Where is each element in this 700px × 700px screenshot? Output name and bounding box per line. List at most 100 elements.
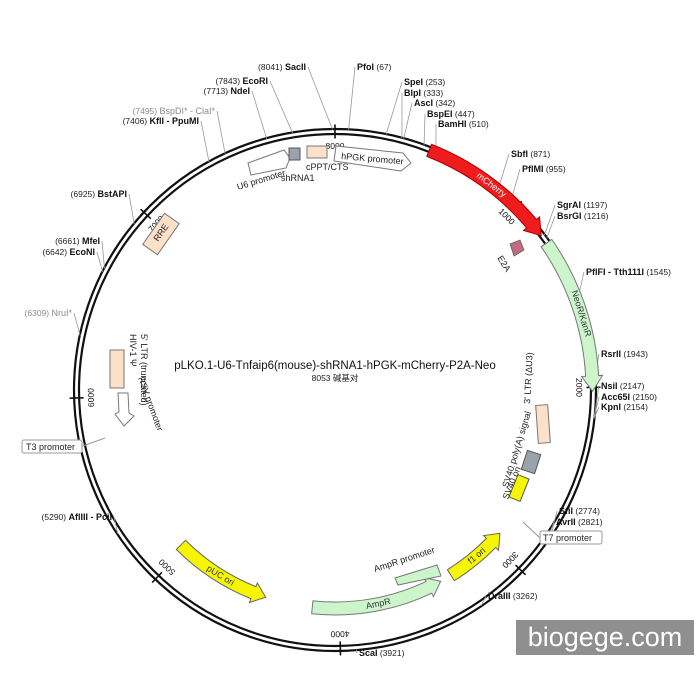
- site-position: (5290): [42, 512, 69, 522]
- site-name: KflI - PpuMI: [150, 116, 200, 126]
- rre-feature[interactable]: RRE: [142, 212, 180, 256]
- 5ltr-label: 5' LTR (truncated): [139, 334, 149, 406]
- site-name: BspEI: [427, 109, 453, 119]
- restriction-site[interactable]: (7406) KflI - PpuMI: [123, 116, 210, 163]
- site-name: AscI: [414, 98, 433, 108]
- site-leader-line: [423, 113, 426, 146]
- site-position: (8041): [258, 62, 285, 72]
- site-name: EcoNI: [69, 247, 95, 257]
- restriction-site[interactable]: BamHI (510): [435, 119, 489, 150]
- hiv1-psi-feature[interactable]: HIV-1 Ψ: [128, 334, 138, 367]
- site-name: Acc65I: [601, 392, 630, 402]
- site-label: PflMI (955): [522, 164, 566, 174]
- site-label: Acc65I (2150): [601, 392, 657, 402]
- restriction-site[interactable]: PflMI (955): [511, 164, 566, 199]
- 3ltr-feature[interactable]: 3' LTR (ΔU3): [522, 352, 551, 444]
- restriction-site[interactable]: SbfI (871): [498, 149, 551, 188]
- site-name: PflMI: [522, 164, 544, 174]
- site-leader-line: [216, 110, 226, 154]
- site-position: (6309): [25, 308, 52, 318]
- site-leader-line: [511, 168, 521, 199]
- restriction-site[interactable]: PfoI (67): [348, 62, 392, 130]
- site-name: SfiI: [559, 506, 573, 516]
- site-leader-line: [546, 215, 556, 239]
- site-label: BspEI (447): [427, 109, 475, 119]
- cppt-cts-label: cPPT/CTS: [306, 162, 349, 172]
- restriction-site[interactable]: (6642) EcoNI: [43, 247, 104, 273]
- restriction-site[interactable]: (8041) SacII: [258, 62, 333, 130]
- site-name: SbfI: [511, 149, 528, 159]
- site-position: (253): [423, 77, 445, 87]
- site-label: (7495) BspDI* - ClaI*: [133, 106, 216, 116]
- feature-arrow[interactable]: f1 ori: [446, 532, 501, 582]
- 5ltr-feature[interactable]: 5' LTR (truncated): [109, 334, 149, 406]
- restriction-site[interactable]: (7495) BspDI* - ClaI*: [133, 106, 226, 154]
- site-position: (3262): [511, 591, 538, 601]
- site-position: (1216): [582, 211, 609, 221]
- u6-promoter[interactable]: U6 promoter: [236, 149, 291, 192]
- site-label: SbfI (871): [511, 149, 550, 159]
- site-name: DraIII: [488, 591, 511, 601]
- hiv1-psi-label: HIV-1 Ψ: [128, 334, 138, 367]
- tick-mark: [515, 564, 527, 576]
- site-label: AscI (342): [414, 98, 455, 108]
- site-position: (6661): [55, 236, 82, 246]
- restriction-site[interactable]: BsrGI (1216): [546, 211, 609, 239]
- restriction-site[interactable]: AscI (342): [403, 98, 456, 139]
- t7-promoter[interactable]: T7 promoter: [522, 521, 603, 545]
- restriction-site[interactable]: PflFI - Tth111I (1545): [577, 267, 671, 298]
- site-position: (510): [467, 119, 489, 129]
- site-label: BsrGI (1216): [557, 211, 609, 221]
- site-name: NruI*: [51, 308, 72, 318]
- feature-arrow[interactable]: pUC ori: [175, 539, 267, 604]
- site-leader-line: [251, 90, 268, 139]
- restriction-site[interactable]: (7713) NdeI: [204, 86, 268, 139]
- restriction-site[interactable]: KpnI (2154): [593, 402, 648, 419]
- restriction-site[interactable]: (7843) EcoRI: [216, 76, 293, 134]
- t3-promoter[interactable]: T3 promoter: [21, 437, 106, 454]
- site-leader-line: [348, 66, 356, 130]
- feature-arrow[interactable]: AmpR: [311, 577, 442, 616]
- restriction-site[interactable]: NsiI (2147): [593, 381, 645, 418]
- shrna1-feature[interactable]: shRNA1: [281, 147, 315, 183]
- hpgk-promoter[interactable]: hPGK promoter: [333, 145, 412, 172]
- site-name: AvrII: [556, 517, 576, 527]
- restriction-site[interactable]: (5290) AflIII - PciI: [42, 512, 119, 534]
- site-position: (955): [544, 164, 566, 174]
- site-label: KpnI (2154): [601, 402, 648, 412]
- e2a-feature[interactable]: E2A: [495, 239, 525, 274]
- restriction-site[interactable]: BspEI (447): [423, 109, 475, 146]
- restriction-site[interactable]: (6309) NruI*: [25, 308, 81, 336]
- feature-arrow[interactable]: NeoR/KanR: [540, 238, 604, 393]
- restriction-site[interactable]: (6925) BstAPI: [71, 189, 135, 225]
- tick-label: 6000: [86, 388, 97, 407]
- site-position: (6925): [71, 189, 98, 199]
- plasmid-length: 8053 碱基对: [312, 373, 359, 383]
- e2a-label: E2A: [495, 254, 512, 274]
- 3ltr-label: 3' LTR (ΔU3): [522, 352, 535, 404]
- site-name: BsrGI: [557, 211, 582, 221]
- site-leader-line: [200, 120, 210, 163]
- feature-arrow-shape: [540, 238, 604, 393]
- site-name: KpnI: [601, 402, 621, 412]
- cppt-cts-feature[interactable]: cPPT/CTS: [306, 145, 349, 172]
- restriction-site[interactable]: DraIII (3262): [480, 591, 538, 606]
- feature-arrow-shape: [311, 577, 442, 616]
- site-name: AflIII - PciI: [68, 512, 112, 522]
- site-label: (6661) MfeI: [55, 236, 100, 246]
- site-label: SgrAI (1197): [557, 200, 607, 210]
- site-label: ScaI (3921): [359, 648, 405, 658]
- feature-arrow-shape: [426, 143, 542, 237]
- site-name: BamHI: [438, 119, 467, 129]
- site-name: PfoI: [357, 62, 374, 72]
- restriction-site[interactable]: BlpI (333): [401, 88, 443, 139]
- restriction-sites: (8041) SacII PfoI (67)SpeI (253)BlpI (333…: [25, 62, 672, 658]
- restriction-site[interactable]: SpeI (253): [385, 77, 445, 135]
- restriction-site[interactable]: ScaI (3921): [356, 648, 405, 658]
- restriction-site[interactable]: (6661) MfeI: [55, 236, 105, 269]
- restriction-site[interactable]: SgrAI (1197): [544, 200, 607, 236]
- restriction-site[interactable]: Acc65I (2150): [593, 392, 657, 418]
- restriction-site[interactable]: RsrII (1943): [594, 349, 648, 376]
- site-position: (2821): [576, 517, 603, 527]
